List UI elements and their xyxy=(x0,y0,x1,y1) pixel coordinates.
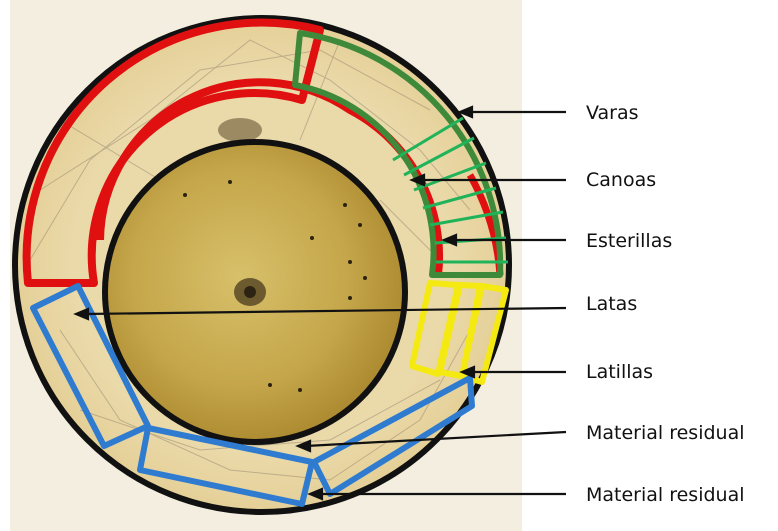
label-latillas: Latillas xyxy=(586,361,653,383)
label-canoas: Canoas xyxy=(586,169,656,191)
label-varas: Varas xyxy=(586,102,639,124)
label-latas: Latas xyxy=(586,293,637,315)
label-material-residual-2: Material residual xyxy=(586,484,745,506)
label-material-residual-1: Material residual xyxy=(586,422,745,444)
label-esterillas: Esterillas xyxy=(586,230,672,252)
